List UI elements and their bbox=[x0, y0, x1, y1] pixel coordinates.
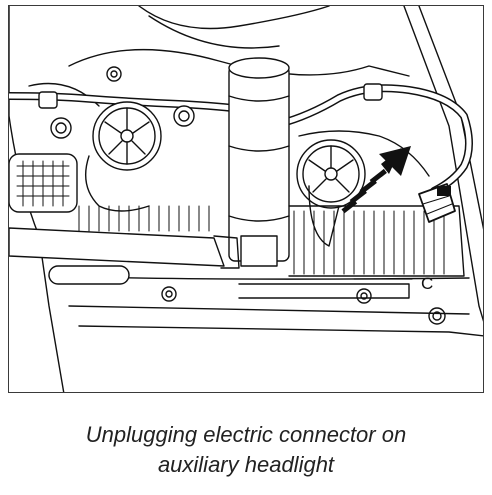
figure-caption: Unplugging electric connector on auxilia… bbox=[0, 420, 492, 480]
left-adjuster-wheel bbox=[85, 101, 162, 212]
right-adjuster-wheel bbox=[296, 130, 430, 209]
caption-line-2: auxiliary headlight bbox=[157, 452, 335, 477]
caption-line-1: Unplugging electric connector on bbox=[85, 422, 407, 447]
side-connector-block bbox=[9, 153, 78, 213]
diagonal-tube bbox=[9, 227, 240, 269]
technical-illustration: C bbox=[8, 5, 484, 393]
mounting-bolts bbox=[50, 66, 446, 325]
callout-label-c: C bbox=[421, 274, 434, 293]
heat-sink-fins bbox=[78, 205, 465, 277]
headlight-assembly-drawing bbox=[9, 6, 483, 392]
electric-connector-icon bbox=[418, 183, 456, 223]
central-cylinder bbox=[228, 57, 290, 267]
direction-arrow-icon bbox=[341, 146, 411, 214]
